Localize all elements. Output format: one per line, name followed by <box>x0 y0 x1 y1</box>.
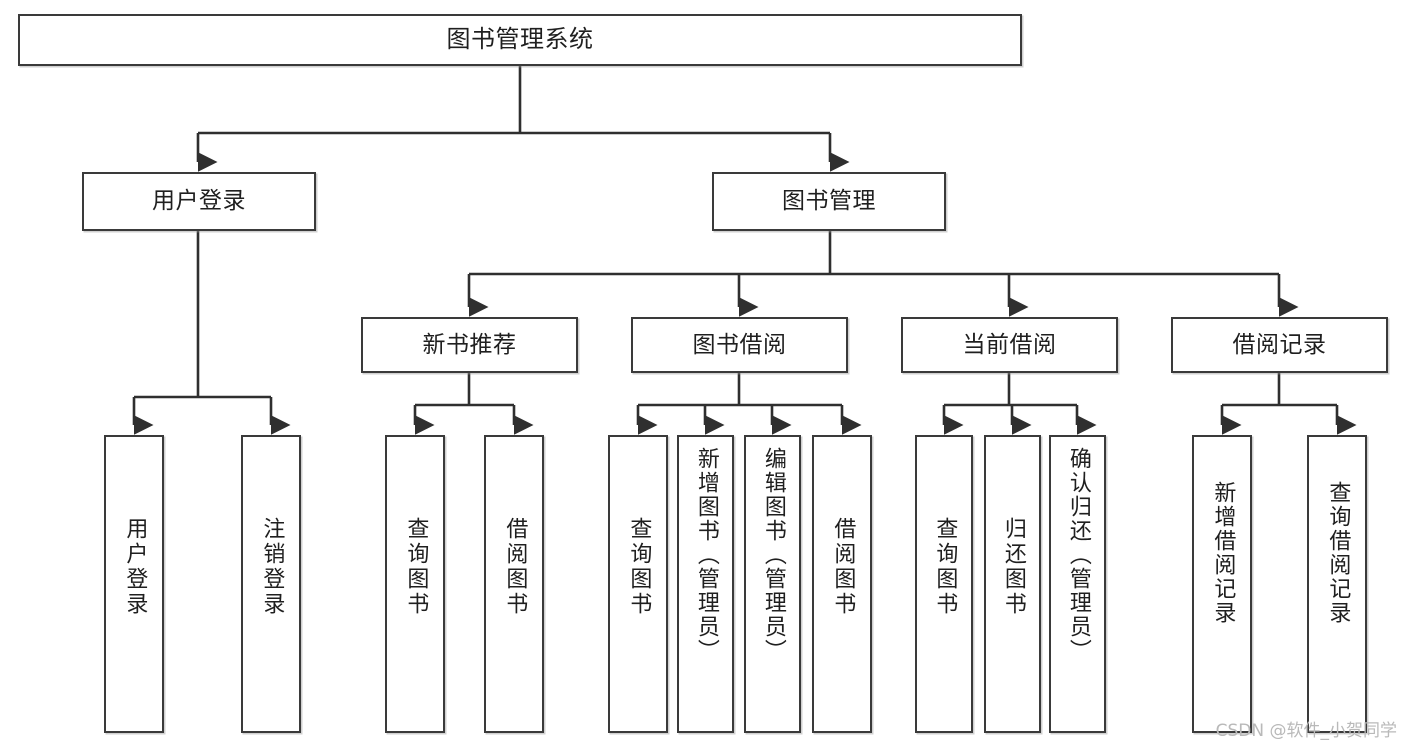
node-label: 图书管理 <box>782 188 876 215</box>
node-label: 新书推荐 <box>422 331 517 358</box>
node-label: 查询图书 <box>626 517 652 617</box>
node-user-login[interactable]: 用户登录 <box>82 172 316 231</box>
node-label: 归还图书 <box>1000 517 1026 617</box>
leaf-add-borrow-record[interactable]: 新增借阅记录 <box>1192 435 1252 733</box>
node-book-manage[interactable]: 图书管理 <box>712 172 946 231</box>
leaf-borrow-book[interactable]: 借阅图书 <box>812 435 872 733</box>
node-current-borrow[interactable]: 当前借阅 <box>901 317 1118 373</box>
node-label: 新增图书（管理员） <box>693 447 719 663</box>
node-book-borrow[interactable]: 图书借阅 <box>631 317 848 373</box>
csdn-watermark: CSDN @软件_小贺同学 <box>1215 721 1397 741</box>
node-label: 借阅记录 <box>1232 331 1327 358</box>
node-label: 用户登录 <box>152 188 246 215</box>
node-label: 查询图书 <box>932 517 958 617</box>
leaf-user-login[interactable]: 用户登录 <box>104 435 164 733</box>
leaf-query-borrow-record[interactable]: 查询借阅记录 <box>1307 435 1367 733</box>
node-label: 借阅图书 <box>830 517 856 617</box>
leaf-user-logout[interactable]: 注销登录 <box>241 435 301 733</box>
node-root-图书管理系统[interactable]: 图书管理系统 <box>18 14 1022 66</box>
leaf-return-book[interactable]: 归还图书 <box>984 435 1041 733</box>
node-label: 用户登录 <box>122 517 148 617</box>
node-label: 注销登录 <box>259 517 285 617</box>
node-borrow-record[interactable]: 借阅记录 <box>1171 317 1388 373</box>
leaf-borrow-book-recommend[interactable]: 借阅图书 <box>484 435 544 733</box>
leaf-query-book-current[interactable]: 查询图书 <box>915 435 973 733</box>
node-label: 查询图书 <box>403 517 429 617</box>
node-label: 借阅图书 <box>502 517 528 617</box>
leaf-query-book-borrow[interactable]: 查询图书 <box>608 435 668 733</box>
node-label: 确认归还（管理员） <box>1065 447 1091 663</box>
node-label: 新增借阅记录 <box>1210 481 1236 625</box>
node-label: 编辑图书（管理员） <box>760 447 786 663</box>
node-label: 当前借阅 <box>962 331 1057 358</box>
leaf-edit-book[interactable]: 编辑图书（管理员） <box>744 435 801 733</box>
leaf-add-book[interactable]: 新增图书（管理员） <box>677 435 734 733</box>
node-label: 图书管理系统 <box>446 25 594 54</box>
node-new-book-recommend[interactable]: 新书推荐 <box>361 317 578 373</box>
node-label: 图书借阅 <box>692 331 787 358</box>
leaf-query-book-recommend[interactable]: 查询图书 <box>385 435 445 733</box>
node-label: 查询借阅记录 <box>1325 481 1351 625</box>
leaf-confirm-return[interactable]: 确认归还（管理员） <box>1049 435 1106 733</box>
